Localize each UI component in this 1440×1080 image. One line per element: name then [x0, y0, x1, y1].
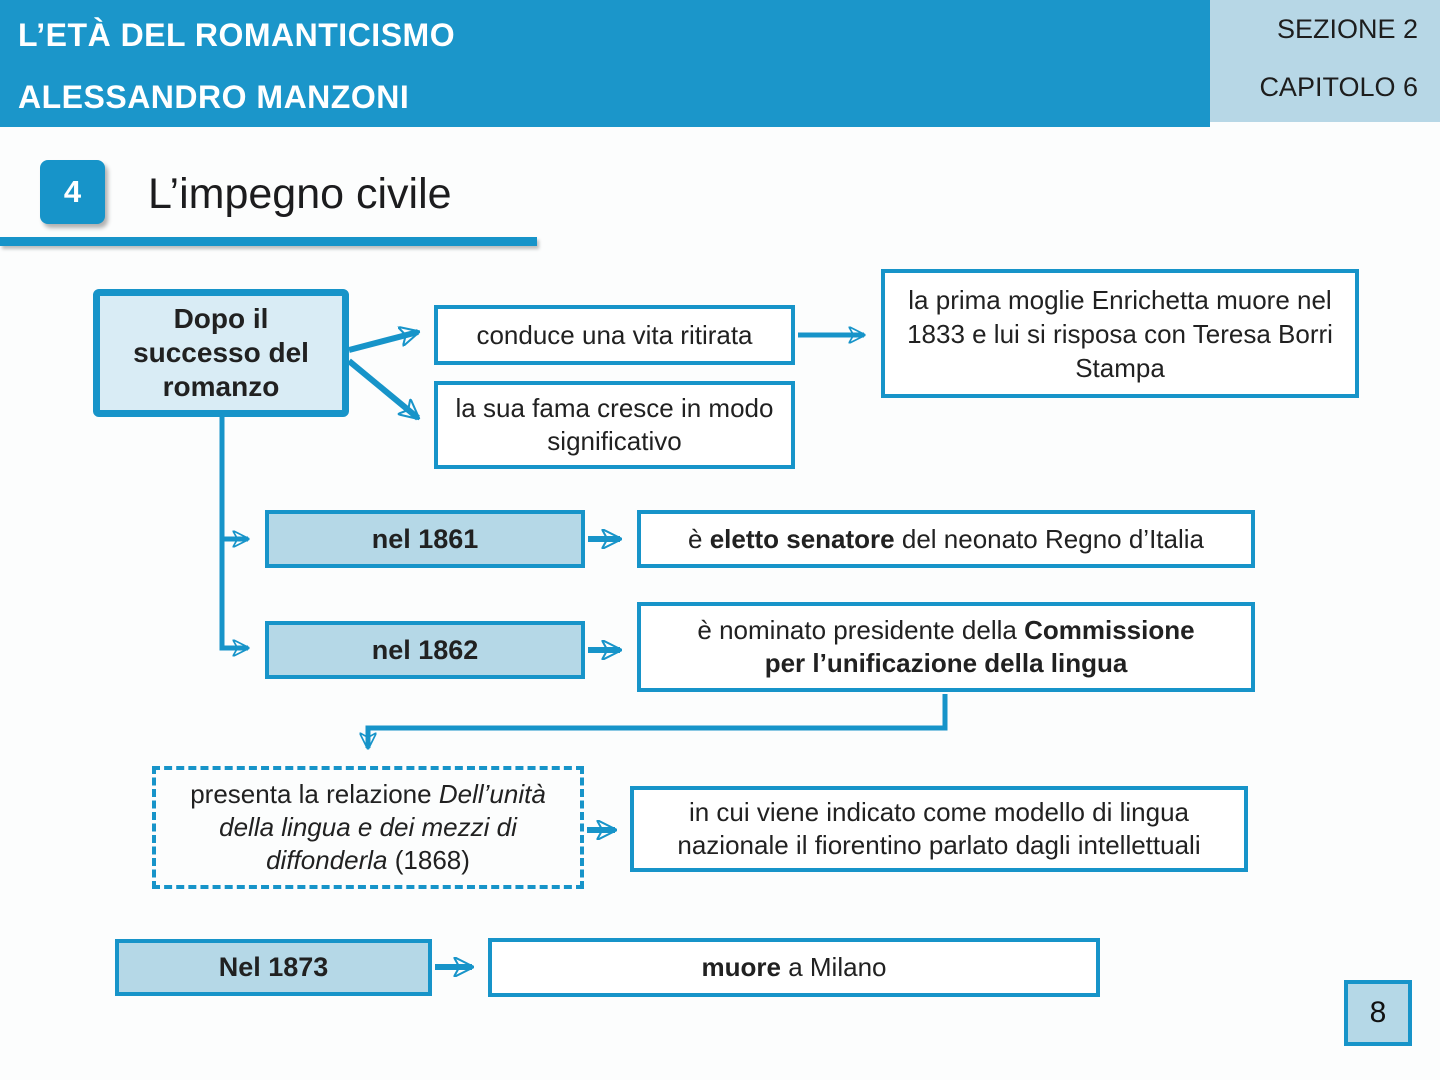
- flow-box-nel-1873-label: Nel 1873: [218, 952, 329, 982]
- flow-box-commissione: è nominato presidente della Commissione …: [637, 602, 1255, 692]
- chapter-label: CAPITOLO 6: [1259, 72, 1418, 102]
- flow-box-vita-label: conduce una vita ritirata: [476, 319, 753, 350]
- flow-box-eletto-senatore: è eletto senatore del neonato Regno d’It…: [637, 510, 1255, 568]
- title-underline: [0, 237, 537, 246]
- flow-box-relazione-text: presenta la relazione Dell’unità della l…: [190, 779, 546, 875]
- page-number: 8: [1369, 996, 1387, 1029]
- flow-box-fama: la sua fama cresce in modo significativo: [434, 381, 795, 469]
- flow-box-vita-ritirata: conduce una vita ritirata: [434, 305, 795, 365]
- flow-box-fiorentino-label: in cui viene indicato come modello di li…: [677, 797, 1201, 860]
- flow-box-nel-1861-label: nel 1861: [371, 523, 479, 554]
- page-number-badge: 8: [1344, 980, 1412, 1046]
- flow-box-fama-label: la sua fama cresce in modo significativo: [455, 393, 774, 456]
- page-title: L’impegno civile: [148, 170, 452, 218]
- flow-box-nel-1862-label: nel 1862: [371, 634, 479, 665]
- flow-box-relazione: presenta la relazione Dell’unità della l…: [152, 766, 584, 889]
- flow-box-nel-1862: nel 1862: [265, 621, 585, 679]
- flow-box-nel-1861: nel 1861: [265, 510, 585, 568]
- flow-box-fiorentino: in cui viene indicato come modello di li…: [630, 786, 1248, 872]
- section-number-badge: 4: [40, 160, 105, 224]
- flow-box-muore-text: muore a Milano: [701, 952, 887, 982]
- section-label: SEZIONE 2: [1276, 14, 1418, 44]
- flow-box-moglie-label: la prima moglie Enrichetta muore nel 183…: [907, 284, 1333, 383]
- header-bar: L’ETÀ DEL ROMANTICISMO ALESSANDRO MANZON…: [0, 0, 1210, 127]
- header-title: L’ETÀ DEL ROMANTICISMO: [18, 17, 456, 53]
- flow-box-root: Dopo il successo del romanzo: [93, 289, 349, 417]
- flow-box-eletto-text: è eletto senatore del neonato Regno d’It…: [688, 523, 1204, 554]
- flow-box-moglie: la prima moglie Enrichetta muore nel 183…: [881, 269, 1359, 398]
- badge-number: 4: [63, 174, 82, 209]
- flow-box-commissione-text: è nominato presidente della Commissione …: [697, 615, 1195, 678]
- flow-box-nel-1873: Nel 1873: [115, 939, 432, 996]
- section-box: SEZIONE 2 CAPITOLO 6: [1210, 0, 1440, 122]
- flow-box-root-label: Dopo il successo del romanzo: [133, 303, 309, 402]
- header-subtitle: ALESSANDRO MANZONI: [18, 79, 410, 115]
- flow-box-muore: muore a Milano: [488, 938, 1100, 997]
